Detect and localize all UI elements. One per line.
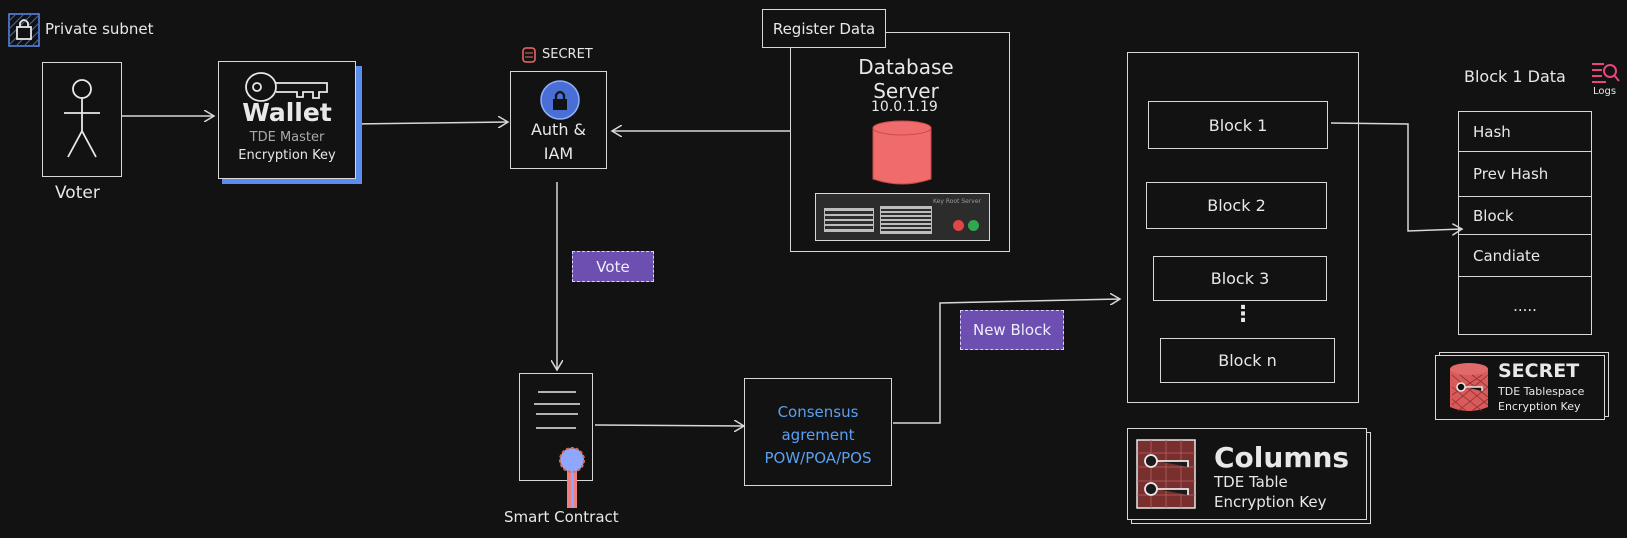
shield-lock-icon	[540, 80, 580, 120]
database-box[interactable]: Database Server 10.0.1.19 Key Root Serve…	[790, 32, 1010, 252]
auth-line2: IAM	[543, 144, 574, 163]
columns-key-title: Columns	[1214, 441, 1350, 474]
blockchain-container	[1127, 52, 1359, 403]
vote-tag: Vote	[572, 251, 654, 282]
seal-ribbon-icon	[559, 447, 585, 508]
block-data-title: Block 1 Data	[1464, 67, 1566, 86]
consensus-line2: agrement	[781, 426, 855, 444]
auth-secret-label: SECRET	[542, 47, 593, 62]
smart-contract-label: Smart Contract	[504, 508, 619, 526]
status-led-red	[953, 220, 964, 231]
logs-icon	[1592, 63, 1620, 83]
arrow-block1-to-data	[1330, 122, 1462, 231]
database-line2: Server	[873, 79, 939, 103]
block-ellipsis: ⋮	[1232, 302, 1254, 327]
server-rack: Key Root Server	[815, 193, 990, 241]
arrow-consensus-to-chain	[893, 299, 1120, 424]
tablespace-key-card[interactable]: SECRET TDE Tablespace Encryption Key	[1435, 355, 1605, 420]
voter-box[interactable]	[42, 62, 122, 177]
wallet-title: Wallet	[242, 98, 332, 127]
register-data-label: Register Data	[772, 19, 876, 38]
block-n[interactable]: Block n	[1160, 338, 1335, 383]
secret-icon	[522, 47, 536, 63]
drive-bay-2	[880, 206, 932, 234]
tablespace-key-line1: TDE Tablespace	[1498, 385, 1585, 398]
server-rack-label: Key Root Server	[933, 198, 981, 205]
smart-contract-box[interactable]	[519, 373, 593, 481]
block-1[interactable]: Block 1	[1148, 101, 1328, 149]
arrow-wallet-to-auth	[351, 122, 508, 124]
block-data-row: .....	[1513, 296, 1537, 315]
new-block-tag: New Block	[960, 310, 1064, 350]
stick-figure-icon	[64, 79, 100, 158]
consensus-line3: POW/POA/POS	[764, 449, 872, 467]
auth-iam-box[interactable]: Auth & IAM	[510, 71, 607, 169]
wallet-box[interactable]: Wallet TDE Master Encryption Key	[218, 61, 356, 179]
block-3[interactable]: Block 3	[1153, 256, 1327, 301]
status-led-green	[968, 220, 979, 231]
block-data-row: Hash	[1459, 112, 1591, 152]
block-data-row: Candiate	[1459, 235, 1591, 277]
columns-key-icon	[1136, 439, 1196, 509]
consensus-box[interactable]: Consensus agrement POW/POA/POS	[744, 378, 892, 486]
database-ip: 10.0.1.19	[871, 99, 938, 115]
register-data-tab[interactable]: Register Data	[762, 9, 886, 48]
database-key-icon	[1450, 363, 1489, 412]
auth-line1: Auth &	[530, 120, 587, 139]
block-data-row: Prev Hash	[1459, 152, 1591, 197]
logs-label: Logs	[1593, 86, 1617, 97]
database-line1: Database	[858, 55, 954, 79]
block-data-table: Hash Prev Hash Block Candiate .....	[1458, 111, 1592, 335]
block-data-row: Block	[1459, 197, 1591, 235]
columns-key-line1: TDE Table	[1214, 473, 1288, 491]
columns-key-card[interactable]: Columns TDE Table Encryption Key	[1127, 428, 1367, 520]
columns-key-line2: Encryption Key	[1214, 493, 1327, 511]
lock-icon	[8, 13, 40, 47]
consensus-line1: Consensus	[777, 403, 859, 421]
arrow-contract-to-consensus	[594, 425, 744, 426]
wallet-line2: Encryption Key	[238, 148, 336, 163]
tablespace-key-line2: Encryption Key	[1498, 400, 1581, 413]
block-2[interactable]: Block 2	[1146, 182, 1327, 229]
private-subnet-label: Private subnet	[45, 20, 154, 38]
key-icon	[245, 72, 328, 102]
tablespace-key-title: SECRET	[1498, 360, 1580, 382]
database-cylinder-icon	[872, 120, 932, 185]
wallet-line1: TDE Master	[249, 130, 325, 145]
voter-label: Voter	[55, 183, 100, 203]
drive-bay-1	[824, 208, 874, 232]
contract-lines-icon	[534, 391, 580, 429]
